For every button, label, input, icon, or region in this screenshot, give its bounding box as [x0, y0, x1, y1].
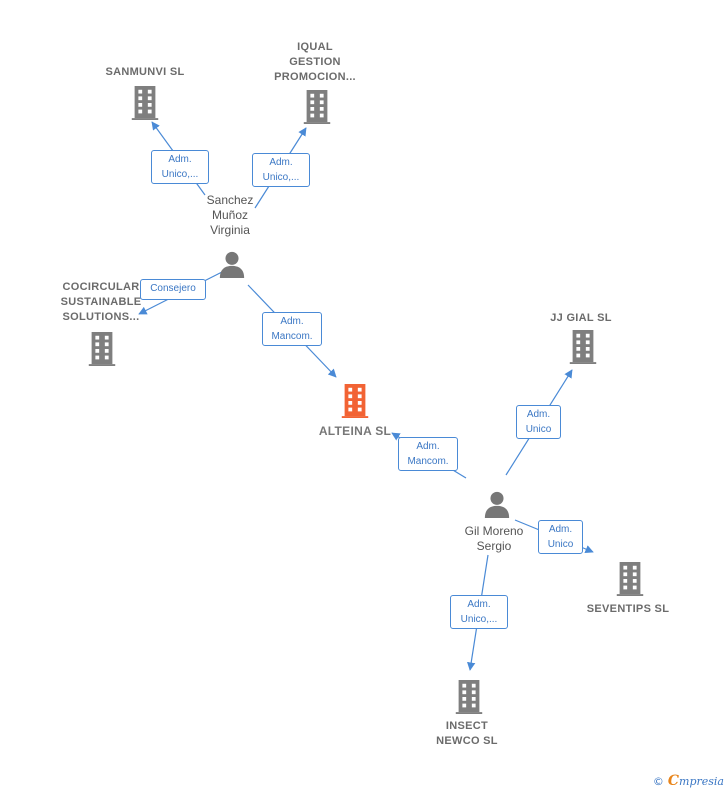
- brand-logo-initial: C: [667, 773, 680, 789]
- node-label-jjgial[interactable]: JJ GIAL SL: [550, 312, 612, 324]
- edge-label-gilmoreno-alteina: Adm. Mancom.: [398, 437, 458, 471]
- building-icon[interactable]: [569, 330, 597, 364]
- copyright-icon: ©: [652, 775, 664, 788]
- node-label-sanmunvi[interactable]: SANMUNVI SL: [105, 66, 185, 78]
- edge-label-sanchez-alteina: Adm. Mancom.: [262, 312, 322, 346]
- edge-label-gilmoreno-insect: Adm. Unico,...: [450, 595, 508, 629]
- person-icon[interactable]: [219, 251, 245, 278]
- building-icon[interactable]: [616, 562, 644, 596]
- edge-label-sanchez-cocircular: Consejero: [140, 279, 206, 300]
- brand-footer: ©Cmpresia: [653, 773, 724, 789]
- node-label-sanchez[interactable]: Sanchez Muñoz Virginia: [206, 193, 254, 237]
- node-label-cocircular[interactable]: COCIRCULAR SUSTAINABLE SOLUTIONS...: [60, 281, 142, 323]
- building-icon[interactable]: [303, 90, 331, 124]
- edge-label-sanchez-sanmunvi: Adm. Unico,...: [151, 150, 209, 184]
- building-icon[interactable]: [131, 86, 159, 120]
- building-icon[interactable]: [455, 680, 483, 714]
- node-label-alteina[interactable]: ALTEINA SL: [318, 424, 392, 438]
- building-icon[interactable]: [88, 332, 116, 366]
- node-label-iqual[interactable]: IQUAL GESTION PROMOCION...: [274, 41, 356, 83]
- brand-logo-text: mpresia: [679, 775, 724, 788]
- node-label-insect[interactable]: INSECT NEWCO SL: [436, 720, 498, 747]
- edge-label-gilmoreno-jjgial: Adm. Unico: [516, 405, 561, 439]
- building-icon-main[interactable]: [341, 384, 369, 418]
- node-label-gilmoreno[interactable]: Gil Moreno Sergio: [464, 524, 524, 553]
- node-label-seventips[interactable]: SEVENTIPS SL: [586, 603, 670, 615]
- edge-label-sanchez-iqual: Adm. Unico,...: [252, 153, 310, 187]
- person-icon[interactable]: [484, 491, 510, 518]
- edge-label-gilmoreno-seventips: Adm. Unico: [538, 520, 583, 554]
